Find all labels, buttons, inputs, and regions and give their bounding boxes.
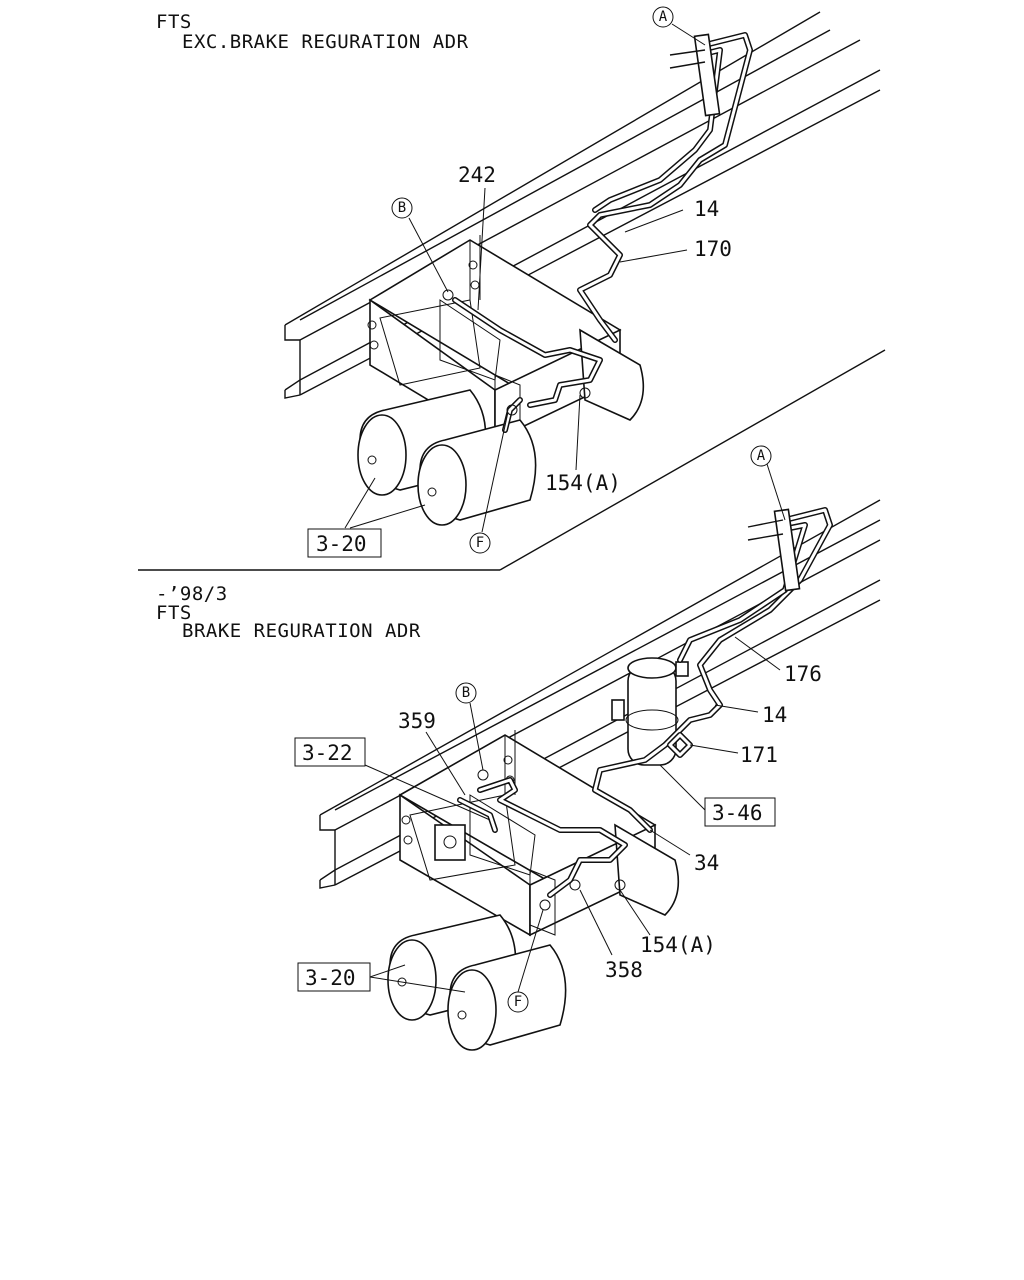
top-part-154a: 154(A) (545, 471, 621, 495)
top-ref-3-20-text: 3-20 (316, 532, 367, 556)
top-callout-a-letter: A (659, 9, 668, 25)
bottom-pipe-run (457, 507, 833, 911)
top-callout-a: A (652, 6, 674, 28)
bottom-header-variant: FTS (156, 602, 192, 624)
bottom-part-359: 359 (398, 709, 436, 733)
bottom-callout-a: A (750, 445, 772, 467)
top-part-242: 242 (458, 163, 496, 187)
bottom-part-14: 14 (762, 703, 787, 727)
bottom-part-358: 358 (605, 958, 643, 982)
bottom-leaders (364, 463, 786, 993)
top-part-170: 170 (694, 237, 732, 261)
top-callout-b: B (391, 197, 413, 219)
bottom-ref-3-46-text: 3-46 (712, 801, 763, 825)
top-section-divider-edge (499, 349, 886, 571)
bottom-air-tank-2 (447, 944, 567, 1051)
bottom-ref-3-46: 3-46 (704, 797, 776, 827)
bottom-ref-3-20: 3-20 (297, 962, 371, 992)
top-leaders (344, 23, 706, 533)
top-air-tank-2 (417, 419, 537, 526)
bottom-part-154a: 154(A) (640, 933, 716, 957)
bottom-ref-3-22: 3-22 (294, 737, 366, 767)
top-pipe-run (442, 32, 753, 433)
bottom-section: -’98/3 FTS BRAKE REGURATION ADR (156, 445, 881, 1051)
top-header-variant: FTS (156, 11, 192, 33)
bottom-air-tank-3 (614, 823, 680, 916)
bottom-ref-3-20-text: 3-20 (305, 966, 356, 990)
bottom-callout-f-letter: F (514, 994, 522, 1010)
top-part-14: 14 (694, 197, 719, 221)
bottom-callout-f: F (507, 991, 529, 1013)
bottom-callout-b-letter: B (462, 685, 470, 701)
bottom-callout-a-letter: A (757, 448, 766, 464)
bottom-part-171: 171 (740, 743, 778, 767)
bottom-ref-3-22-text: 3-22 (302, 741, 353, 765)
bottom-part-34: 34 (694, 851, 719, 875)
bottom-header-date: -’98/3 (156, 583, 228, 605)
bottom-callout-b: B (455, 682, 477, 704)
top-callout-b-letter: B (398, 200, 406, 216)
top-air-tank-3 (579, 328, 645, 421)
bottom-header-description: BRAKE REGURATION ADR (182, 620, 421, 642)
top-header-description: EXC.BRAKE REGURATION ADR (182, 31, 469, 53)
top-callout-f-letter: F (476, 535, 484, 551)
top-callout-f: F (469, 532, 491, 554)
bottom-part-176: 176 (784, 662, 822, 686)
top-section: FTS EXC.BRAKE REGURATION ADR (156, 6, 886, 571)
top-ref-3-20: 3-20 (307, 528, 382, 558)
